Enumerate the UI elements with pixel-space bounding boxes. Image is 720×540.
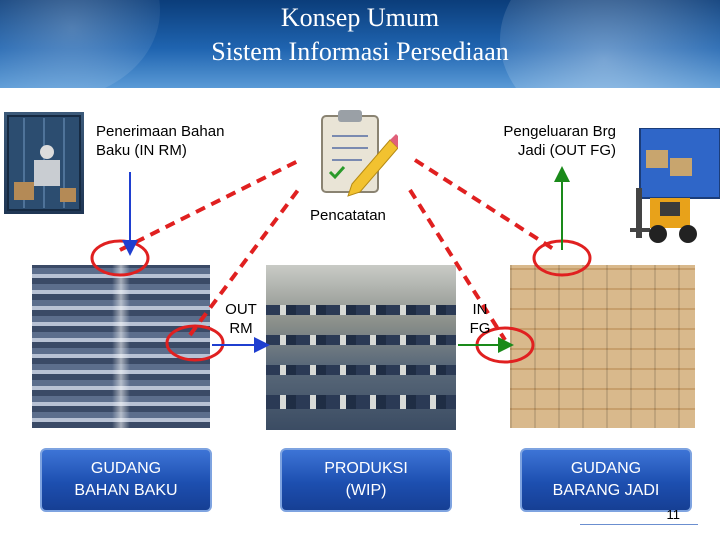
recording-label: Pencatatan [310, 207, 386, 224]
production-floor-photo [266, 265, 456, 430]
raw-material-box-line-2: BAHAN BAKU [74, 482, 178, 499]
receiving-label: Penerimaan Bahan Baku (IN RM) [96, 122, 224, 160]
dashed-link-out-rm [188, 188, 300, 337]
production-box: PRODUKSI (WIP) [280, 448, 452, 512]
in-fg-label-line-1: IN [472, 301, 488, 318]
title-line-2: Sistem Informasi Persediaan [211, 37, 509, 66]
finished-goods-warehouse-box: GUDANG BARANG JADI [520, 448, 692, 512]
slide-header: Konsep Umum Sistem Informasi Persediaan [0, 0, 720, 88]
raw-material-warehouse-photo [32, 265, 210, 428]
globe-decoration [500, 0, 720, 88]
shipping-label-line-1: Pengeluaran Brg [503, 123, 616, 140]
shipping-container-icon [4, 112, 84, 214]
finished-goods-box-line-1: GUDANG [570, 460, 642, 477]
in-fg-label: IN FG [466, 300, 494, 338]
finished-goods-warehouse-photo [510, 265, 695, 428]
production-box-line-1: PRODUKSI [324, 460, 408, 477]
shipping-label-line-2: Jadi (OUT FG) [517, 142, 616, 159]
out-rm-label-line-2: RM [229, 320, 253, 337]
page-number-underline [580, 524, 698, 525]
out-rm-label: OUT RM [224, 300, 258, 338]
raw-material-warehouse-box: GUDANG BAHAN BAKU [40, 448, 212, 512]
dashed-link-receiving [119, 158, 301, 252]
slide-title: Konsep Umum Sistem Informasi Persediaan [0, 0, 720, 68]
highlight-ellipse-receiving [90, 239, 150, 277]
in-fg-label-line-2: FG [469, 320, 491, 337]
finished-goods-box-line-2: BARANG JADI [552, 482, 660, 499]
out-rm-label-line-1: OUT [225, 301, 257, 318]
dashed-link-in-fg [408, 188, 507, 342]
clipboard-checklist-icon [312, 106, 398, 198]
forklift-truck-icon [630, 128, 720, 248]
page-number: 11 [666, 507, 681, 522]
highlight-ellipse-out-rm [165, 324, 225, 362]
shipping-label: Pengeluaran Brg Jadi (OUT FG) [480, 122, 616, 160]
title-line-1: Konsep Umum [280, 3, 440, 32]
receiving-label-line-1: Penerimaan Bahan [96, 123, 225, 140]
receiving-label-line-2: Baku (IN RM) [96, 142, 187, 159]
raw-material-box-line-1: GUDANG [90, 460, 162, 477]
dashed-link-shipping [413, 158, 557, 252]
production-box-line-2: (WIP) [345, 482, 387, 499]
